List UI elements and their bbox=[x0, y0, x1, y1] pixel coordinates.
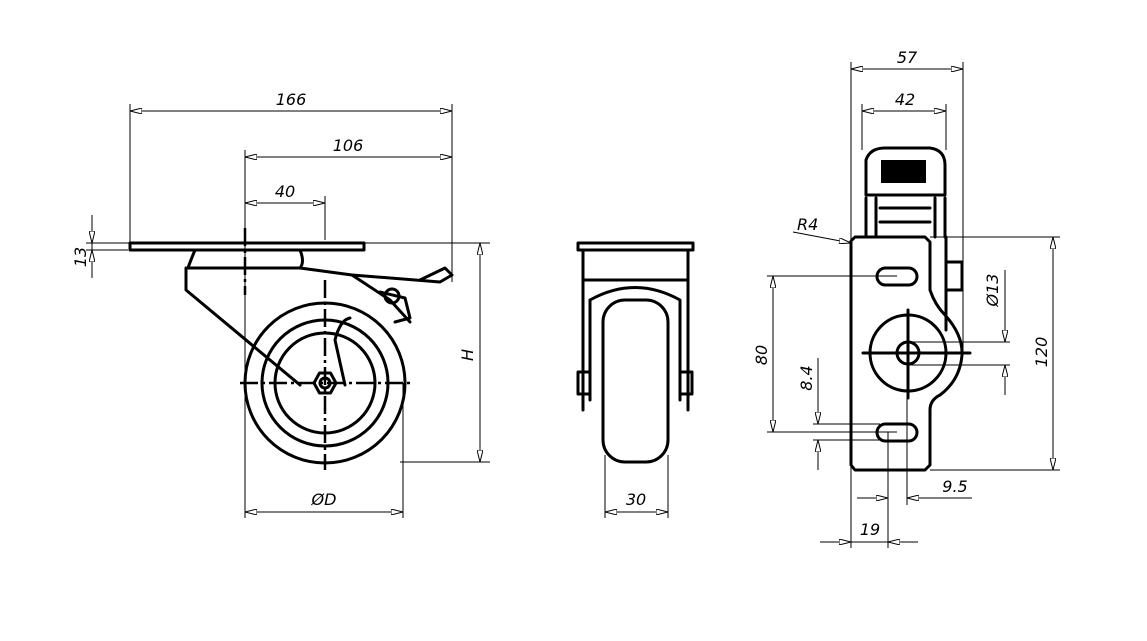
mounting-plate bbox=[849, 235, 964, 472]
dim-80-label: 80 bbox=[752, 345, 771, 365]
brake-cap bbox=[864, 146, 947, 197]
dim-8-4-label: 8.4 bbox=[797, 365, 816, 390]
dim-40-label: 40 bbox=[275, 182, 295, 201]
dim-h-label: H bbox=[458, 349, 477, 361]
top-plate bbox=[576, 241, 695, 252]
top-plate bbox=[128, 241, 366, 252]
dim-d-label: ØD bbox=[311, 490, 337, 509]
fork bbox=[184, 266, 412, 387]
dim-106-label: 106 bbox=[333, 136, 364, 155]
front-view: 30 bbox=[576, 241, 695, 518]
dim-166-label: 166 bbox=[276, 90, 307, 109]
dim-13-label: 13 bbox=[71, 247, 90, 267]
wheel bbox=[601, 298, 670, 464]
dim-42-label: 42 bbox=[895, 90, 915, 109]
dim-9-5-label: 9.5 bbox=[942, 477, 967, 496]
dim-57-label: 57 bbox=[897, 48, 918, 67]
dim-30-label: 30 bbox=[626, 490, 646, 509]
plate-view: 57 42 R4 120 Ø13 80 bbox=[752, 48, 1060, 548]
dim-19-label: 19 bbox=[860, 520, 880, 539]
brake-lever bbox=[350, 266, 454, 324]
dim-120-label: 120 bbox=[1032, 337, 1051, 368]
dim-hole-label: Ø13 bbox=[983, 274, 1002, 308]
dim-r4-label: R4 bbox=[797, 215, 818, 234]
side-view: 166 106 40 13 H ØD bbox=[71, 90, 490, 518]
brake-pad bbox=[881, 160, 926, 183]
